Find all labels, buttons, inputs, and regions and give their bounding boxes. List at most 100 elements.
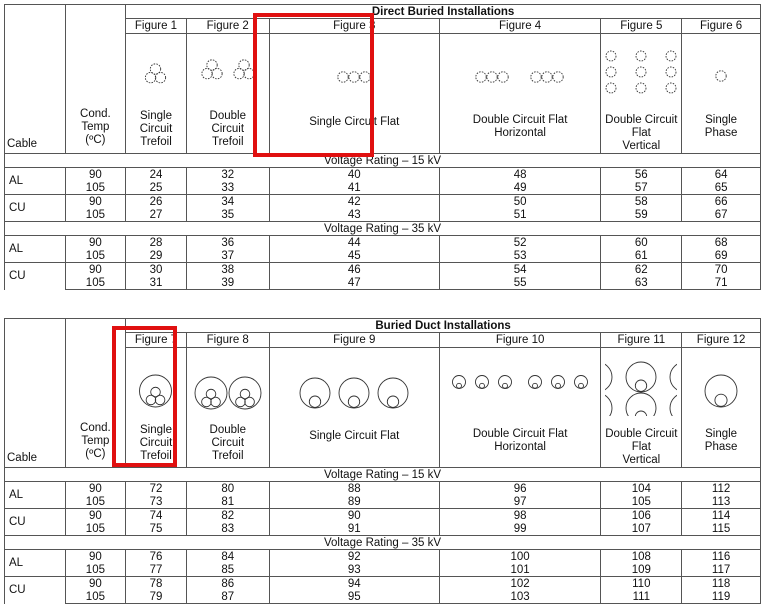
ampacity-value: 62	[600, 262, 683, 276]
ampacity-value: 115	[681, 522, 761, 536]
figure-name: Figure 12	[681, 332, 761, 348]
conductor-temp: 90	[64, 481, 127, 495]
cond-temp-header-line: Cond.	[80, 108, 111, 120]
figure-label-line: Horizontal	[494, 127, 546, 139]
conductor-temp: 90	[64, 549, 127, 563]
ampacity-value: 56	[600, 167, 683, 181]
ampacity-value: 89	[268, 495, 440, 509]
figure-label-line: Vertical	[622, 454, 661, 466]
cond-temp-header-line: Cond.	[80, 422, 111, 434]
ampacity-value: 105	[600, 495, 683, 509]
table-title: Buried Duct Installations	[125, 318, 761, 333]
ampacity-value: 73	[125, 495, 187, 509]
cond-temp-header: Cond.Temp(ºC)	[64, 4, 127, 154]
ampacity-value: 101	[438, 563, 602, 577]
ampacity-value: 32	[185, 167, 270, 181]
cable-type: CU	[4, 576, 66, 604]
ampacity-value: 79	[125, 590, 187, 604]
cond-temp-header-line: Temp	[81, 121, 110, 133]
ampacity-value: 61	[600, 249, 683, 263]
figure-label-line: Double	[209, 424, 246, 436]
cable-type: AL	[4, 235, 66, 263]
figure-label-line: Circuit	[211, 437, 245, 449]
figure-label-line: Single	[140, 110, 172, 122]
ampacity-value: 108	[600, 549, 683, 563]
cond-temp-header-line: (ºC)	[85, 134, 106, 146]
figure-label-line: Double Circuit Flat	[605, 428, 678, 453]
ampacity-value: 38	[185, 262, 270, 276]
ampacity-value: 98	[438, 508, 602, 522]
figure-label-line: Single Circuit Flat	[309, 430, 400, 442]
conductor-temp: 90	[64, 576, 127, 590]
ampacity-value: 78	[125, 576, 187, 590]
ampacity-value: 63	[600, 276, 683, 290]
ampacity-value: 104	[600, 481, 683, 495]
ampacity-value: 85	[185, 563, 270, 577]
figure-label-line: Trefoil	[140, 450, 172, 462]
ampacity-value: 28	[125, 235, 187, 249]
conductor-temp: 105	[64, 495, 127, 509]
figure-name: Figure 7	[125, 332, 187, 348]
ampacity-value: 70	[681, 262, 761, 276]
ampacity-value: 45	[268, 249, 440, 263]
ampacity-value: 39	[185, 276, 270, 290]
figure-label-line: Phase	[704, 127, 738, 139]
ampacity-value: 90	[268, 508, 440, 522]
figure-name: Figure 5	[600, 18, 683, 34]
ampacity-value: 44	[268, 235, 440, 249]
ampacity-value: 91	[268, 522, 440, 536]
ampacity-value: 50	[438, 194, 602, 208]
conductor-temp: 105	[64, 208, 127, 222]
ampacity-value: 40	[268, 167, 440, 181]
ampacity-value: 33	[185, 181, 270, 195]
single-phase-small-icon	[682, 44, 760, 102]
ampacity-value: 24	[125, 167, 187, 181]
double-flat-horizontal-small-icon	[440, 44, 601, 102]
ampacity-value: 53	[438, 249, 602, 263]
figure-label-line: Trefoil	[211, 136, 244, 148]
ampacity-value: 60	[600, 235, 683, 249]
voltage-rating-header: Voltage Rating – 15 kV	[4, 153, 761, 168]
figure-name: Figure 6	[681, 18, 761, 34]
figure-label-line: Trefoil	[140, 136, 172, 148]
figure-label-line: Double	[209, 110, 246, 122]
ampacity-value: 94	[268, 576, 440, 590]
conductor-temp: 105	[64, 563, 127, 577]
ampacity-value: 42	[268, 194, 440, 208]
cond-temp-header-line: Temp	[81, 435, 110, 447]
figure-label: Single Circuit Flat	[270, 430, 439, 443]
ampacity-value: 77	[125, 563, 187, 577]
ampacity-value: 97	[438, 495, 602, 509]
single-flat-duct-icon	[270, 358, 439, 416]
figure-label-line: Circuit	[139, 123, 173, 135]
ampacity-value: 54	[438, 262, 602, 276]
cable-type: CU	[4, 194, 66, 222]
ampacity-value: 93	[268, 563, 440, 577]
ampacity-value: 52	[438, 235, 602, 249]
highlight-box	[253, 13, 374, 157]
figure-label-line: Horizontal	[494, 441, 546, 453]
ampacity-value: 74	[125, 508, 187, 522]
figure-label-line: Double Circuit Flat	[472, 428, 568, 440]
ampacity-value: 95	[268, 590, 440, 604]
ampacity-value: 103	[438, 590, 602, 604]
ampacity-value: 26	[125, 194, 187, 208]
